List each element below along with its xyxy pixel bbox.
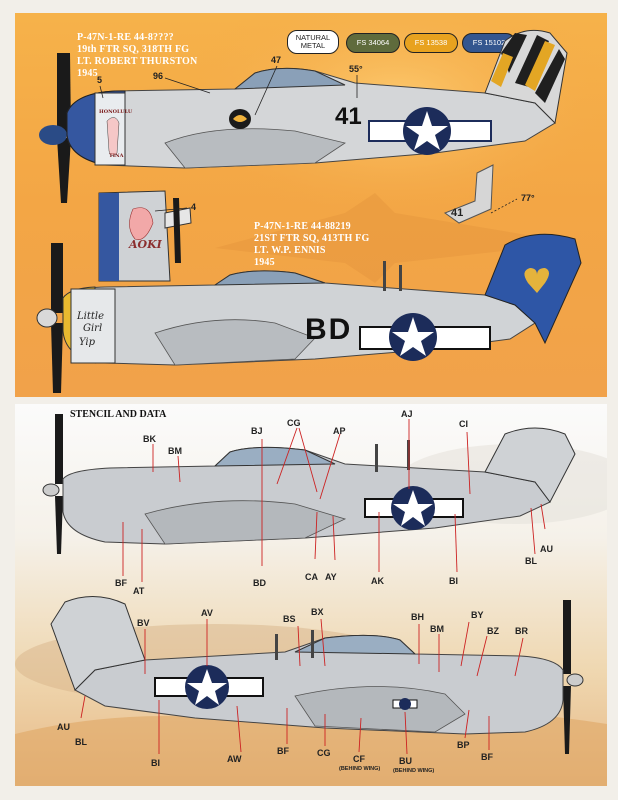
aircraft2-code: BD <box>305 313 353 346</box>
stencil-label-bj: BJ <box>251 426 263 436</box>
aircraft2-caption-line4: 1945 <box>254 257 275 268</box>
stencil-panel: STENCIL AND DATA <box>15 404 607 786</box>
stencil-label-bm-lower: BM <box>430 624 444 634</box>
stencil-label-bl-lower: BL <box>75 737 87 747</box>
stencil-label-cg: CG <box>287 418 301 428</box>
stencil-label-ak: AK <box>371 576 384 586</box>
stencil-label-bi-lower: BI <box>151 758 160 768</box>
aircraft2-caption-line2: 21ST FTR SQ, 413TH FG <box>254 233 370 244</box>
stencil-label-ca: CA <box>305 572 318 582</box>
stencil-label-cf: CF <box>353 754 365 764</box>
stencil-label-br: BR <box>515 626 528 636</box>
stencil-label-aj: AJ <box>401 409 413 419</box>
stencil-label-av: AV <box>201 608 213 618</box>
aircraft1-caption-line2: 19th FTR SQ, 318TH FG <box>77 44 190 55</box>
stencil-label-bf: BF <box>115 578 127 588</box>
aircraft1-profile <box>39 29 568 282</box>
stencil-aircraft-lower <box>50 596 584 755</box>
stencil-label-ay: AY <box>325 572 337 582</box>
stencil-label-cg-lower: CG <box>317 748 331 758</box>
aircraft1-code: 41 <box>335 103 362 130</box>
stencil-label-bl: BL <box>525 556 537 566</box>
stencil-label-bp: BP <box>457 740 470 750</box>
swatch-natural-metal: NATURAL METAL <box>287 30 339 54</box>
behind-wing-note-1: (BEHIND WING) <box>339 766 381 772</box>
nose-art-bottom: TINA <box>109 153 124 159</box>
nose-art-line2: Girl <box>83 323 103 334</box>
aircraft1-caption-line4: 1945 <box>77 68 98 79</box>
stencil-title: STENCIL AND DATA <box>70 409 167 420</box>
callout-96: 96 <box>153 71 164 81</box>
callout-5: 5 <box>97 75 103 85</box>
stencil-label-bx: BX <box>311 607 324 617</box>
stencil-label-bd: BD <box>253 578 266 588</box>
stencil-label-bz: BZ <box>487 626 499 636</box>
nose-art-line3: Yip <box>79 337 96 348</box>
stencil-label-ap: AP <box>333 426 346 436</box>
callout-55deg: 55° <box>349 64 363 74</box>
stencil-label-bu: BU <box>399 756 412 766</box>
side-nose-art: AOKI <box>129 238 162 251</box>
callout-4: 4 <box>191 202 197 212</box>
stencil-label-ci: CI <box>459 419 468 429</box>
stencil-label-bf-tail: BF <box>481 752 493 762</box>
stencil-label-by: BY <box>471 610 484 620</box>
nose-art-line1: Little <box>77 311 104 322</box>
stencil-label-bh: BH <box>411 612 424 622</box>
markings-panel: NATURAL METAL FS 34064 FS 13538 FS 15102… <box>15 13 607 397</box>
swatch-fs34064: FS 34064 <box>346 33 400 53</box>
stencil-label-at: AT <box>133 586 145 596</box>
nose-art-top: HONOLULU <box>99 109 133 115</box>
tail-panel-code: 41 <box>451 207 464 219</box>
stencil-label-au: AU <box>540 544 553 554</box>
stencil-label-bf-lower: BF <box>277 746 289 756</box>
stencil-aircraft-upper <box>42 414 576 582</box>
aircraft2-profile <box>36 233 582 393</box>
stencil-label-bv: BV <box>137 618 150 628</box>
stencil-label-bi: BI <box>449 576 458 586</box>
aircraft1-caption-line3: LT. ROBERT THURSTON <box>77 56 198 67</box>
stencil-label-aw: AW <box>227 754 242 764</box>
callout-77deg: 77° <box>521 193 535 203</box>
aircraft1-caption-line1: P-47N-1-RE 44-8???? <box>77 32 174 43</box>
behind-wing-note-2: (BEHIND WING) <box>393 768 435 774</box>
stencil-label-bs: BS <box>283 614 296 624</box>
swatch-fs13538: FS 13538 <box>404 33 458 53</box>
aircraft2-caption-line1: P-47N-1-RE 44-88219 <box>254 221 351 232</box>
callout-47: 47 <box>271 55 282 65</box>
stencil-label-au-lower: AU <box>57 722 70 732</box>
stencil-label-bk: BK <box>143 434 156 444</box>
stencil-label-bm: BM <box>168 446 182 456</box>
aircraft2-caption-line3: LT. W.P. ENNIS <box>254 245 326 256</box>
